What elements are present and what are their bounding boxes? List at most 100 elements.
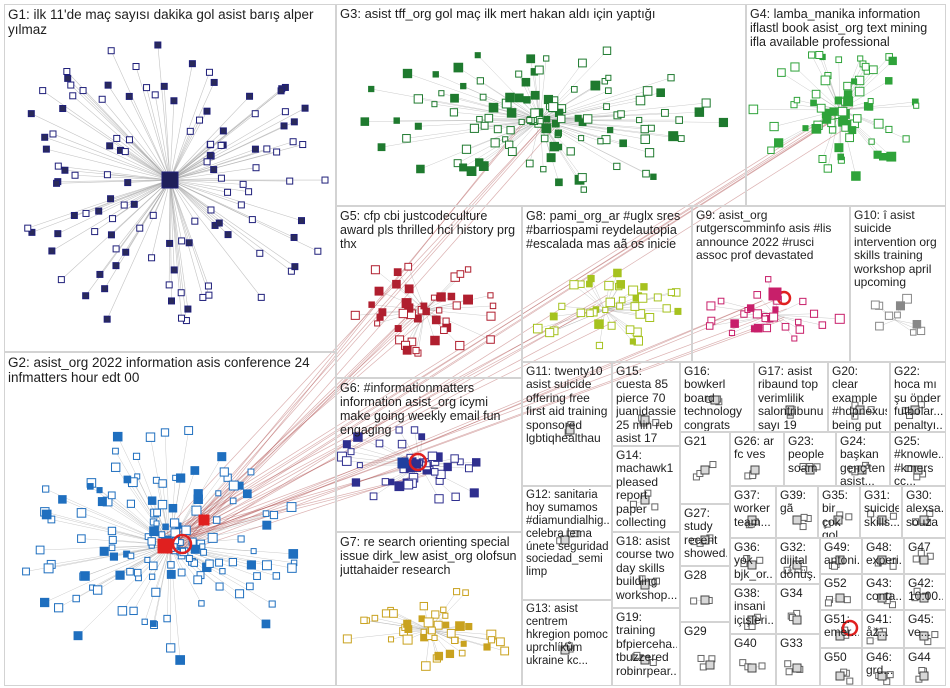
graph-edge xyxy=(72,95,171,181)
graph-edge xyxy=(169,179,204,298)
graph-edge xyxy=(169,179,260,254)
graph-node xyxy=(72,594,80,603)
graph-node xyxy=(613,162,621,171)
graph-node xyxy=(642,86,653,96)
graph-node xyxy=(63,68,71,76)
graph-edge xyxy=(179,110,849,537)
graph-node xyxy=(256,249,264,257)
graph-node xyxy=(656,88,665,98)
graph-edge xyxy=(163,86,171,181)
graph-edge xyxy=(129,96,171,181)
graph-edge xyxy=(381,119,541,148)
graph-edge xyxy=(171,319,784,543)
graph-edge xyxy=(589,283,606,311)
graph-node xyxy=(785,668,793,676)
graph-node xyxy=(191,505,202,516)
graph-edge xyxy=(154,94,171,181)
group-label-g22: G22: hoca mı şu önder futbolar... penalt… xyxy=(894,365,943,432)
graph-edge xyxy=(169,179,175,270)
group-panel-g21: G21 xyxy=(680,432,730,504)
graph-node xyxy=(148,561,158,571)
graph-node xyxy=(427,451,438,461)
graph-edge xyxy=(169,121,295,181)
graph-node xyxy=(450,93,459,103)
graph-edge xyxy=(179,294,608,540)
group-label-g45: G45: ve... xyxy=(908,613,935,640)
graph-edge xyxy=(774,314,799,323)
group-label-g40: G40 xyxy=(734,637,757,650)
graph-node xyxy=(433,620,443,630)
graph-node xyxy=(122,248,130,256)
graph-node xyxy=(237,201,245,209)
graph-node xyxy=(514,93,524,103)
graph-node xyxy=(540,134,549,143)
group-label-g24: G24: başkan genç'ten asist... xyxy=(840,435,885,486)
graph-node xyxy=(545,328,555,338)
group-label-g4: G4: lamba_manika information iflastl boo… xyxy=(750,7,928,49)
graph-node xyxy=(461,144,472,154)
graph-node xyxy=(145,432,156,442)
group-panel-g11: G11: twenty10 asist suicide offering fre… xyxy=(522,362,612,486)
graph-node xyxy=(747,663,757,673)
graph-node xyxy=(436,292,446,302)
graph-node xyxy=(569,280,579,290)
graph-node xyxy=(709,461,717,469)
graph-node xyxy=(70,211,78,219)
group-panel-g19: G19: training bfpierceha... tbuzzered ro… xyxy=(612,608,680,686)
graph-node xyxy=(360,616,368,625)
graph-node xyxy=(541,123,552,134)
graph-node xyxy=(184,426,194,435)
graph-node xyxy=(710,395,720,405)
graph-node xyxy=(886,151,897,162)
graph-node xyxy=(506,108,517,118)
graph-node xyxy=(808,51,816,59)
group-label-g43: G43: conta... xyxy=(866,577,901,604)
graph-edge xyxy=(794,66,841,111)
group-label-g19: G19: training bfpierceha... tbuzzered ro… xyxy=(616,611,677,678)
group-label-g41: G41: åž... xyxy=(866,613,893,640)
graph-node xyxy=(410,426,419,434)
group-label-g3: G3: asist tff_org gol maç ilk mert hakan… xyxy=(340,7,656,21)
graph-edge xyxy=(415,309,426,351)
graph-node xyxy=(877,593,887,603)
graph-node xyxy=(651,503,659,511)
graph-edge xyxy=(64,169,171,181)
graph-node xyxy=(453,159,462,168)
graph-edge xyxy=(169,96,250,181)
group-panel-g43: G43: conta... xyxy=(862,574,904,610)
graph-edge xyxy=(171,308,787,538)
graph-node xyxy=(92,585,103,595)
graph-node xyxy=(781,322,790,331)
graph-node xyxy=(107,231,115,239)
graph-node xyxy=(792,560,802,570)
graph-node xyxy=(341,456,352,466)
group-panel-g38: G38: insani içişleri... xyxy=(730,584,776,634)
graph-edge xyxy=(463,85,541,121)
graph-node xyxy=(667,288,676,297)
graph-node xyxy=(851,412,859,420)
graph-node xyxy=(163,614,171,623)
graph-node xyxy=(740,310,748,318)
graph-edge xyxy=(169,179,209,287)
graph-node xyxy=(523,96,531,104)
graph-node xyxy=(402,345,412,355)
graph-node xyxy=(287,563,297,573)
graph-node xyxy=(228,557,238,567)
graph-node xyxy=(607,321,616,330)
graph-node xyxy=(820,75,831,86)
graph-edge xyxy=(161,103,851,537)
graph-node xyxy=(525,159,534,168)
graph-node xyxy=(532,323,543,334)
group-label-g35: G35: bir çok gol asist xyxy=(822,489,849,538)
graph-node xyxy=(919,555,929,565)
graph-node xyxy=(133,568,142,577)
graph-node xyxy=(919,671,929,681)
group-panel-g51: G51: emer... xyxy=(820,610,862,648)
graph-node xyxy=(886,671,894,679)
graph-edge xyxy=(176,117,551,538)
graph-node xyxy=(184,305,192,313)
graph-node xyxy=(404,262,413,271)
graph-node xyxy=(166,570,176,579)
graph-node xyxy=(188,60,196,68)
graph-node xyxy=(486,335,495,344)
